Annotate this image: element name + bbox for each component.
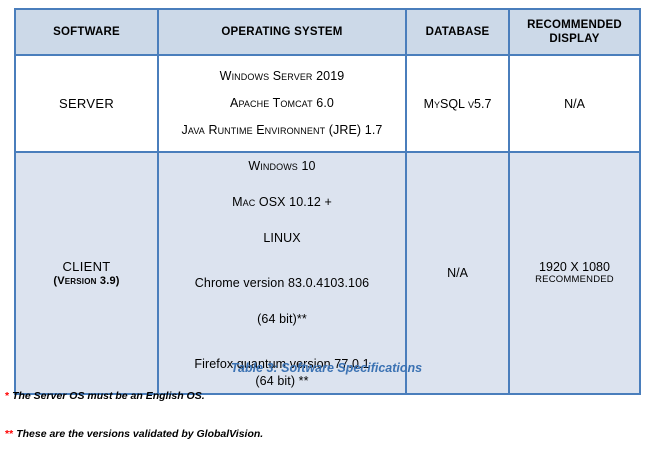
display-resolution-value: 1920 X 1080: [539, 259, 610, 274]
row-label-text: CLIENT: [62, 259, 111, 274]
column-header-database: DATABASE: [405, 8, 510, 56]
os-line: Windows 10: [248, 159, 316, 173]
display-recommended-note: RECOMMENDED: [535, 274, 614, 286]
display-resolution: 1920 X 1080 RECOMMENDED: [510, 260, 639, 286]
footnote-double-asterisk: **These are the versions validated by Gl…: [5, 428, 263, 440]
cell-client-operating-system: Windows 10 Mac OSX 10.12 + LINUX Chrome …: [157, 151, 407, 395]
os-line: (64 bit)**: [257, 312, 307, 326]
row-label-version: (Version 3.9): [53, 275, 120, 287]
table-caption: Table 3: Software Specifications: [230, 361, 423, 375]
footnote-single-asterisk: *The Server OS must be an English OS.: [5, 390, 205, 402]
column-header-software: SOFTWARE: [14, 8, 159, 56]
cell-client-database: N/A: [405, 151, 510, 395]
row-label-text: SERVER: [58, 96, 115, 111]
os-line: Mac OSX 10.12 +: [232, 195, 332, 209]
os-line: Firefox quantum version 77.0.1: [194, 357, 370, 371]
footnote-marker: *: [5, 390, 10, 402]
os-line: Chrome version 83.0.4103.106: [194, 276, 370, 290]
column-header-operating-system: OPERATING SYSTEM: [157, 8, 407, 56]
cell-server-operating-system: Windows Server 2019 Apache Tomcat 6.0 Ja…: [157, 54, 407, 153]
software-specifications-table: SOFTWARE OPERATING SYSTEM DATABASE RECOM…: [14, 8, 641, 395]
os-line: Windows Server 2019: [219, 69, 345, 83]
row-label-server: SERVER: [14, 54, 159, 153]
os-line: LINUX: [263, 231, 301, 245]
table-header-row: SOFTWARE OPERATING SYSTEM DATABASE RECOM…: [14, 8, 641, 56]
os-list: Windows 10 Mac OSX 10.12 + LINUX Chrome …: [159, 153, 405, 393]
cell-client-display: 1920 X 1080 RECOMMENDED: [508, 151, 641, 395]
footnote-marker: **: [5, 428, 14, 440]
os-line: Apache Tomcat 6.0: [230, 96, 334, 110]
table-row: SERVER Windows Server 2019 Apache Tomcat…: [14, 54, 641, 153]
os-list: Windows Server 2019 Apache Tomcat 6.0 Ja…: [159, 69, 405, 138]
cell-server-database: MySQL v5.7: [405, 54, 510, 153]
column-header-recommended-display: RECOMMENDED DISPLAY: [508, 8, 641, 56]
footnote-text: The Server OS must be an English OS.: [12, 390, 205, 402]
os-line: Java Runtime Environnent (JRE) 1.7: [181, 123, 383, 137]
table-row: CLIENT (Version 3.9) Windows 10 Mac OSX …: [14, 151, 641, 395]
row-label-client: CLIENT (Version 3.9): [14, 151, 159, 395]
cell-server-display: N/A: [508, 54, 641, 153]
os-line: (64 bit) **: [255, 374, 309, 388]
footnote-text: These are the versions validated by Glob…: [16, 428, 264, 440]
